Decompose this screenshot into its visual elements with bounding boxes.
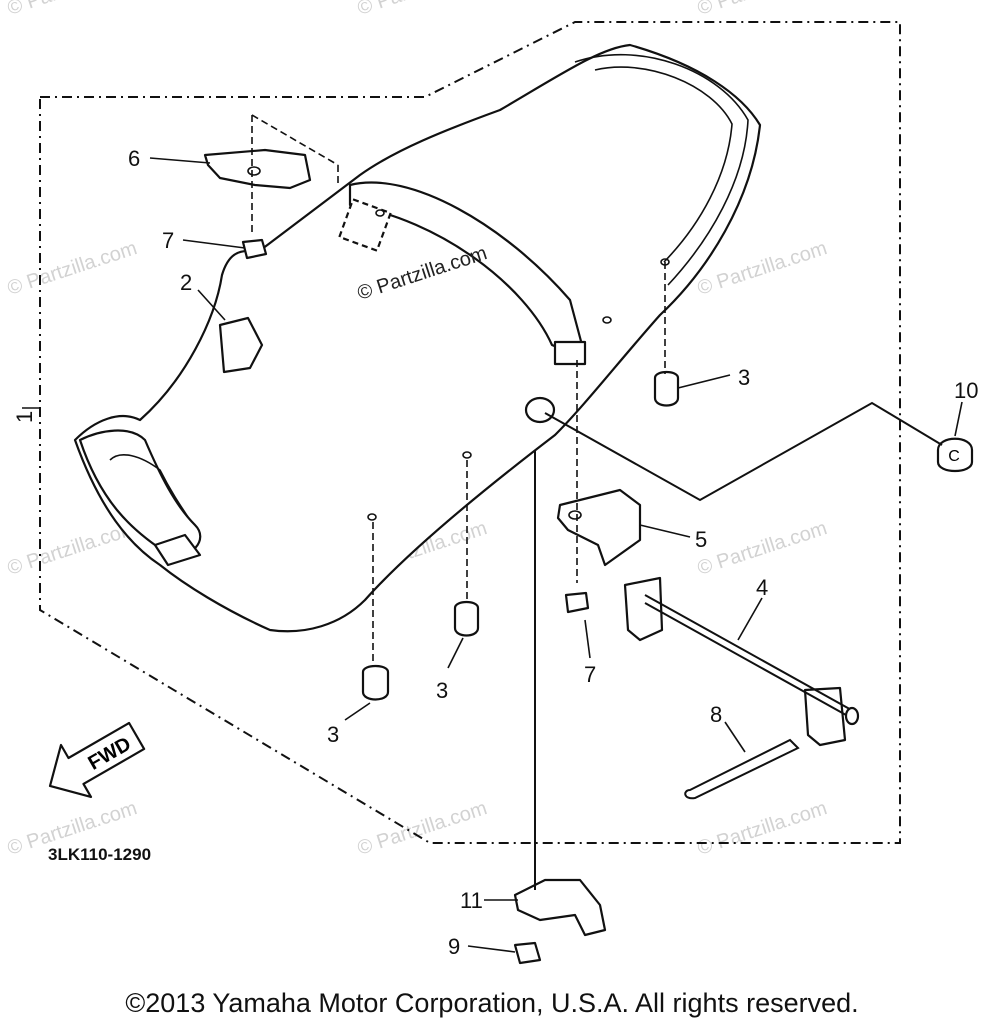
callout-1: 1: [12, 411, 37, 423]
callout-2: 2: [180, 270, 192, 295]
rod-4-shaft: [644, 594, 856, 721]
watermark: © Partzilla.com: [695, 517, 830, 580]
diagram-code: 3LK110-1290: [48, 845, 151, 864]
seat-mount-hole: [524, 396, 556, 424]
seat-front-lip: [78, 429, 202, 557]
rod-4-bracket-left: [623, 576, 664, 642]
leader-5: [639, 524, 691, 538]
assembly-boundary: [39, 21, 901, 844]
bracket-outline: [338, 198, 392, 252]
callout-11: 11: [460, 888, 483, 913]
forward-arrow-icon: FWD: [48, 721, 146, 799]
leader-3-mid: [447, 637, 464, 669]
leader-6: [149, 157, 211, 164]
callout-9: 9: [448, 934, 460, 959]
bracket-6-hole: [247, 166, 261, 176]
watermark: © Partzilla.com: [5, 0, 140, 20]
leader-2: [197, 289, 226, 321]
watermark: © Partzilla.com: [695, 797, 830, 860]
callout-leaders: [22, 157, 963, 953]
rod-4-end: [844, 706, 860, 726]
seat-hole: [602, 316, 612, 324]
seat-assembly: [73, 43, 762, 633]
leader-8: [724, 721, 746, 753]
bolt-10: [936, 437, 974, 473]
seat-front-detail: [109, 454, 191, 521]
callout-4: 4: [756, 575, 768, 600]
grommet-3-left: [361, 664, 390, 701]
callout-3-mid: 3: [436, 678, 448, 703]
watermark: © Partzilla.com: [695, 0, 830, 20]
watermark: © Partzilla.com: [355, 0, 490, 20]
seat-side-cover: [218, 316, 264, 374]
bolt-7-lower: [564, 591, 590, 614]
bracket-6-guide: [251, 114, 339, 235]
watermark: © Partzilla.com: [355, 797, 490, 860]
watermark: © Partzilla.com: [5, 237, 140, 300]
bracket-5: [556, 488, 642, 567]
callout-8: 8: [710, 702, 722, 727]
leader-7-top: [182, 239, 246, 249]
bracket-5-hole: [568, 510, 582, 520]
seat-tail-trim-inner: [594, 66, 733, 263]
leader-10: [954, 401, 963, 437]
seat-lock-11: [513, 878, 607, 937]
callout-7-top: 7: [162, 228, 174, 253]
rod-4-bracket-right: [803, 686, 847, 747]
leader-9: [467, 945, 516, 953]
grommet-3-mid: [453, 600, 480, 637]
copyright-notice: ©2013 Yamaha Motor Corporation, U.S.A. A…: [125, 988, 858, 1018]
seat-hole: [375, 209, 385, 217]
spring-8: [684, 738, 800, 800]
leader-3-left: [344, 702, 371, 721]
bolt-7-top: [241, 238, 268, 260]
callout-3-left: 3: [327, 722, 339, 747]
leader-7-lower: [584, 619, 591, 659]
grommet-3-right: [653, 370, 680, 407]
bracket-6: [203, 148, 312, 190]
seat-front-tab: [153, 533, 202, 567]
leader-3-right: [677, 374, 731, 389]
callout-5: 5: [695, 527, 707, 552]
bolt-9: [513, 941, 542, 965]
seat-tail-trim: [574, 53, 749, 286]
callout-10: 10: [954, 378, 978, 403]
callout-3-right: 3: [738, 365, 750, 390]
leader-4: [737, 597, 763, 641]
seat-body: [73, 43, 762, 633]
seat-hole: [462, 451, 472, 459]
callout-6: 6: [128, 146, 140, 171]
bolt-10-mark: C: [948, 448, 960, 465]
callout-7-lower: 7: [584, 662, 596, 687]
bolt-10-leader: [544, 401, 943, 502]
seat-hole: [367, 513, 377, 521]
strap-buckle: [553, 340, 587, 366]
